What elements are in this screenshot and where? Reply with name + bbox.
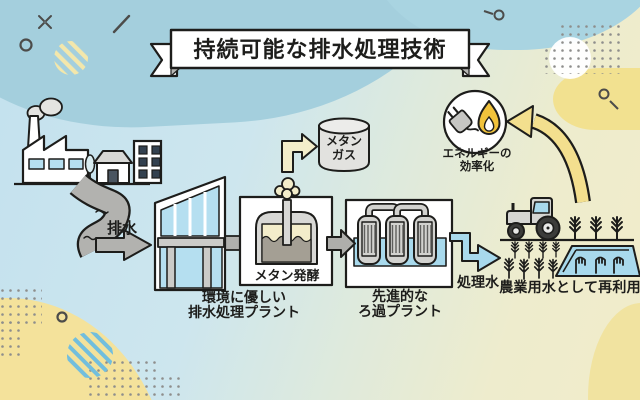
treated-water-arrow [449, 232, 501, 272]
striped-circle-yellow [54, 41, 88, 75]
filtration-plant-label: 先進的な ろ過プラント [358, 289, 442, 319]
treatment-plant-line2: 排水処理プラント [188, 304, 300, 320]
cross-mark-icon [38, 15, 52, 29]
methane-gas-line1: メタン [325, 134, 363, 148]
ring-mark-icon [56, 311, 68, 323]
methane-gas-tank-icon [318, 117, 370, 173]
flame-icon [477, 100, 501, 135]
page-title: 持続可能な排水処理技術 [193, 37, 447, 62]
title-ribbon [149, 28, 491, 78]
filter-column-icon [357, 215, 381, 265]
fermentation-tank-icon [255, 199, 318, 265]
agriculture-scene [500, 197, 640, 280]
filter-column-icon [385, 215, 409, 265]
energy-arrow [506, 105, 591, 204]
treatment-plant-line1: 環境に優しい [202, 289, 286, 305]
agriculture-reuse-label: 農業用水として再利用 [499, 279, 640, 295]
energy-line1: エネルギーの [442, 148, 512, 160]
energy-efficiency-label: エネルギーの 効率化 [443, 148, 512, 174]
methane-arrow [281, 133, 318, 173]
wastewater-label: 排水 [106, 220, 138, 237]
flow-arrow [326, 229, 356, 258]
pin-mark-icon [598, 88, 619, 110]
methane-fermentation-box [238, 177, 334, 287]
decorations [0, 9, 623, 400]
smoke-icon [39, 97, 63, 117]
filter-pipes [365, 203, 429, 222]
dash-mark-icon [112, 14, 131, 34]
house-icon [93, 150, 133, 184]
wastewater-arrow [95, 229, 152, 261]
factory-icon [21, 97, 90, 185]
energy-line2: 効率化 [459, 161, 495, 173]
tractor-icon [506, 197, 561, 241]
filtration-plant-box [326, 198, 454, 289]
treatment-plant-label: 環境に優しい 排水処理プラント [188, 290, 300, 320]
filtration-plant-line1: 先進的な [372, 288, 428, 304]
ring-mark-icon [19, 38, 33, 52]
treatment-plant-icon [153, 175, 247, 292]
river-icon [69, 173, 152, 261]
filtration-plant-line2: ろ過プラント [358, 303, 442, 319]
rice-paddy-icon [555, 245, 640, 277]
pin-mark-icon [483, 9, 505, 21]
energy-efficiency-icon [442, 89, 508, 155]
methane-fermentation-label: メタン発酵 [254, 268, 320, 283]
striped-circle-blue [67, 332, 113, 378]
methane-gas-line2: ガス [331, 148, 357, 162]
methane-gas-label: メタン ガス [326, 134, 362, 162]
filter-column-icon [413, 215, 437, 265]
treated-water-label: 処理水 [457, 274, 499, 290]
plug-icon [447, 106, 479, 134]
bubbles-icon [274, 177, 301, 200]
office-building-icon [132, 139, 163, 185]
